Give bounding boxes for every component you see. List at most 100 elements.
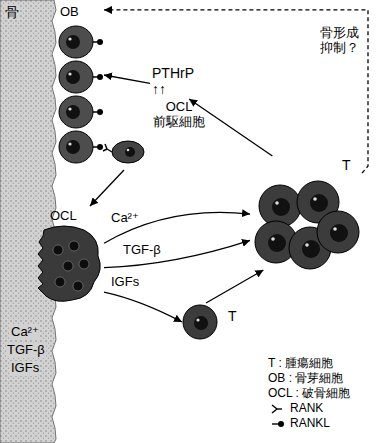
osteoblast-cells: OB (40, 2, 104, 178)
text-holder: T (228, 307, 237, 325)
node-text: TGF-β (6, 343, 46, 358)
tumor-cluster: T (250, 156, 362, 270)
rank-symbol (268, 403, 286, 415)
edge-label: 骨形成 抑制？ (308, 26, 360, 56)
edge-label-holder: 骨形成 抑制？ (308, 26, 360, 56)
drawing-part (93, 41, 97, 43)
drawing-part (272, 198, 290, 216)
legend-text: OB : 骨芽細胞 (268, 372, 343, 386)
tumor-cell: T (182, 303, 242, 341)
drawing-part (0, 0, 56, 443)
node-label: T (228, 308, 237, 324)
text-holder: Ca²⁺ (10, 322, 40, 340)
drawing-part (196, 318, 199, 321)
text-holder: T (342, 156, 351, 174)
drawing-part (59, 96, 93, 128)
drawing-part (272, 423, 279, 424)
edge-label-holder: IGFs (110, 272, 140, 290)
arrow-connector (206, 270, 263, 303)
node-label: OCL 前駆細胞 (146, 100, 212, 130)
drawing-part (302, 240, 320, 258)
drawing-part (66, 70, 80, 84)
drawing-part (53, 245, 63, 255)
text-holder: OCL (50, 206, 77, 224)
drawing-part (93, 76, 97, 78)
node-label: OB (60, 5, 79, 20)
drawing-part (68, 72, 71, 75)
text-holder: OCL 前駆細胞 (146, 100, 212, 130)
edge-label-holder: TGF-β (122, 240, 162, 258)
drawing-part (55, 277, 65, 287)
dashed-arrow (104, 10, 368, 173)
drawing-part (107, 149, 112, 152)
drawing-part (277, 408, 282, 409)
drawing-part (272, 409, 277, 413)
bone-region: 骨 Ca²⁺ TGF-βIGFs (0, 0, 58, 443)
bone-region-drawing (0, 0, 58, 443)
drawing-part (305, 243, 309, 247)
drawing-part (93, 146, 97, 148)
drawing-part (97, 39, 103, 45)
legend-row: T : 腫瘍細胞 (268, 356, 350, 371)
edge-label: Ca²⁺ (110, 211, 140, 226)
drawing-part (68, 142, 71, 145)
node-label: OCL (50, 209, 77, 224)
drawing-part (66, 105, 80, 119)
edge-label-holder: Ca²⁺ (110, 208, 140, 226)
osteoblast-cells-drawing (40, 2, 104, 178)
drawing-part (66, 140, 80, 154)
drawing-part (127, 149, 130, 152)
rankl-symbol (268, 418, 286, 430)
drawing-part (105, 144, 107, 149)
arrow-connector (104, 292, 182, 322)
drawing-part (93, 111, 97, 113)
text-holder: TGF-β (6, 340, 46, 358)
pthrp-label-node: PTHrP ↑↑ (150, 64, 196, 99)
node-text: IGFs (10, 361, 40, 376)
node-label: PTHrP ↑↑ (152, 65, 196, 97)
osteoclast-precursor: OCL 前駆細胞 (98, 100, 216, 170)
drawing-part (194, 316, 208, 330)
drawing-part (103, 149, 107, 151)
drawing-part (59, 131, 93, 163)
drawing-part (259, 185, 301, 227)
text-holder: OB (60, 2, 79, 20)
legend-text: RANKL (290, 417, 330, 431)
drawing-part (183, 305, 217, 339)
drawing-part (59, 61, 93, 93)
node-label: 骨 (4, 4, 20, 20)
drawing-part (271, 237, 275, 241)
drawing-part (313, 197, 317, 201)
drawing-part (125, 147, 135, 157)
arrow-connector (90, 170, 124, 206)
drawing-part (68, 107, 71, 110)
edge-label: IGFs (110, 275, 140, 290)
drawing-part (310, 194, 328, 212)
legend: T : 腫瘍細胞OB : 骨芽細胞OCL : 破骨細胞RANKRANKL (268, 356, 350, 431)
drawing-part (63, 261, 73, 271)
drawing-part (330, 224, 348, 242)
drawing-part (97, 74, 103, 80)
drawing-part (59, 26, 93, 58)
osteoclast-cell: OCL (34, 206, 104, 304)
legend-row: OCL : 破骨細胞 (268, 386, 350, 401)
legend-text: OCL : 破骨細胞 (268, 387, 350, 401)
drawing-part (275, 201, 279, 205)
drawing-part (73, 281, 83, 291)
legend-row: OB : 骨芽細胞 (268, 371, 350, 386)
text-holder: IGFs (10, 358, 40, 376)
drawing-part (69, 241, 79, 251)
legend-text: RANK (290, 402, 323, 416)
legend-row: RANK (268, 401, 350, 416)
drawing-part (68, 37, 71, 40)
text-holder: PTHrP ↑↑ (152, 65, 196, 98)
legend-row: RANKL (268, 416, 350, 431)
drawing-part (38, 226, 100, 301)
tumor-cluster-drawing (250, 156, 362, 270)
drawing-part (333, 227, 337, 231)
text-holder: 骨 (4, 3, 20, 21)
node-label: T (342, 157, 351, 173)
node-text: Ca²⁺ (10, 325, 40, 340)
legend-text: T : 腫瘍細胞 (268, 357, 333, 371)
